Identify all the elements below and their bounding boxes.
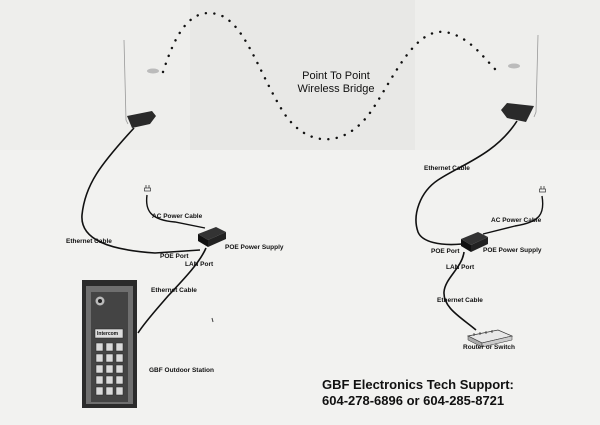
right-poe-power-supply-icon bbox=[461, 232, 488, 252]
right-ac-plug-icon bbox=[539, 186, 546, 193]
outdoor-station-keypad bbox=[95, 342, 124, 396]
left-ac-power-cable bbox=[145, 194, 206, 229]
bridge-title-line2: Wireless Bridge bbox=[297, 83, 375, 95]
bridge-title-line1: Point To Point bbox=[302, 70, 370, 82]
right-poe-port-label: POE Port bbox=[431, 248, 460, 255]
bridge-title: Point To Point Wireless Bridge bbox=[286, 70, 386, 96]
right-ethernet-cable-top bbox=[415, 120, 518, 246]
right-poe-power-supply-label: POE Power Supply bbox=[483, 247, 542, 254]
tech-support-phones: 604-278-6896 or 604-285-8721 bbox=[322, 393, 505, 408]
left-poe-power-supply-icon bbox=[198, 227, 226, 247]
left-poe-port-label: POE Port bbox=[160, 253, 189, 260]
right-ac-power-cable-label: AC Power Cable bbox=[491, 217, 542, 224]
left-ac-plug-icon bbox=[144, 185, 151, 192]
router-switch-icon bbox=[466, 329, 514, 348]
left-ethernet-cable-top-label: Ethernet Cable bbox=[66, 238, 112, 245]
router-switch-label: Router or Switch bbox=[463, 344, 516, 351]
station-nameplate-label: Intercom bbox=[97, 331, 119, 337]
keypad-key bbox=[115, 364, 124, 374]
keypad-key bbox=[115, 386, 124, 396]
keypad-key bbox=[95, 353, 104, 363]
keypad-key bbox=[105, 364, 114, 374]
left-ac-power-cable-label: AC Power Cable bbox=[152, 213, 203, 220]
background-panel-center bbox=[190, 0, 415, 150]
tech-support-block: GBF Electronics Tech Support: 604-278-68… bbox=[322, 377, 514, 409]
keypad-key bbox=[95, 375, 104, 385]
keypad-key bbox=[95, 342, 104, 352]
right-ethernet-cable-top-label: Ethernet Cable bbox=[424, 165, 470, 172]
right-ac-power-cable bbox=[482, 195, 544, 235]
outdoor-station-label: GBF Outdoor Station bbox=[149, 367, 214, 374]
keypad-key bbox=[95, 364, 104, 374]
left-ethernet-cable-bottom-label: Ethernet Cable bbox=[151, 287, 197, 294]
keypad-key bbox=[115, 342, 124, 352]
keypad-key bbox=[105, 375, 114, 385]
right-ethernet-cable-bottom bbox=[443, 251, 477, 331]
left-ethernet-cable-bottom bbox=[137, 247, 207, 334]
keypad-key bbox=[115, 375, 124, 385]
keypad-key bbox=[105, 342, 114, 352]
right-lan-port-label: LAN Port bbox=[446, 264, 475, 271]
left-ethernet-cable-top bbox=[81, 127, 201, 254]
keypad-key bbox=[95, 386, 104, 396]
keypad-key bbox=[115, 353, 124, 363]
keypad-key bbox=[105, 386, 114, 396]
right-ethernet-cable-bottom-label: Ethernet Cable bbox=[437, 297, 483, 304]
left-lan-port-label: LAN Port bbox=[185, 261, 214, 268]
left-antenna-icon bbox=[123, 39, 159, 128]
stray-mark bbox=[211, 317, 214, 323]
keypad-key bbox=[105, 353, 114, 363]
left-poe-power-supply-label: POE Power Supply bbox=[225, 244, 284, 251]
right-antenna-icon bbox=[501, 34, 539, 122]
tech-support-title: GBF Electronics Tech Support: bbox=[322, 377, 514, 392]
